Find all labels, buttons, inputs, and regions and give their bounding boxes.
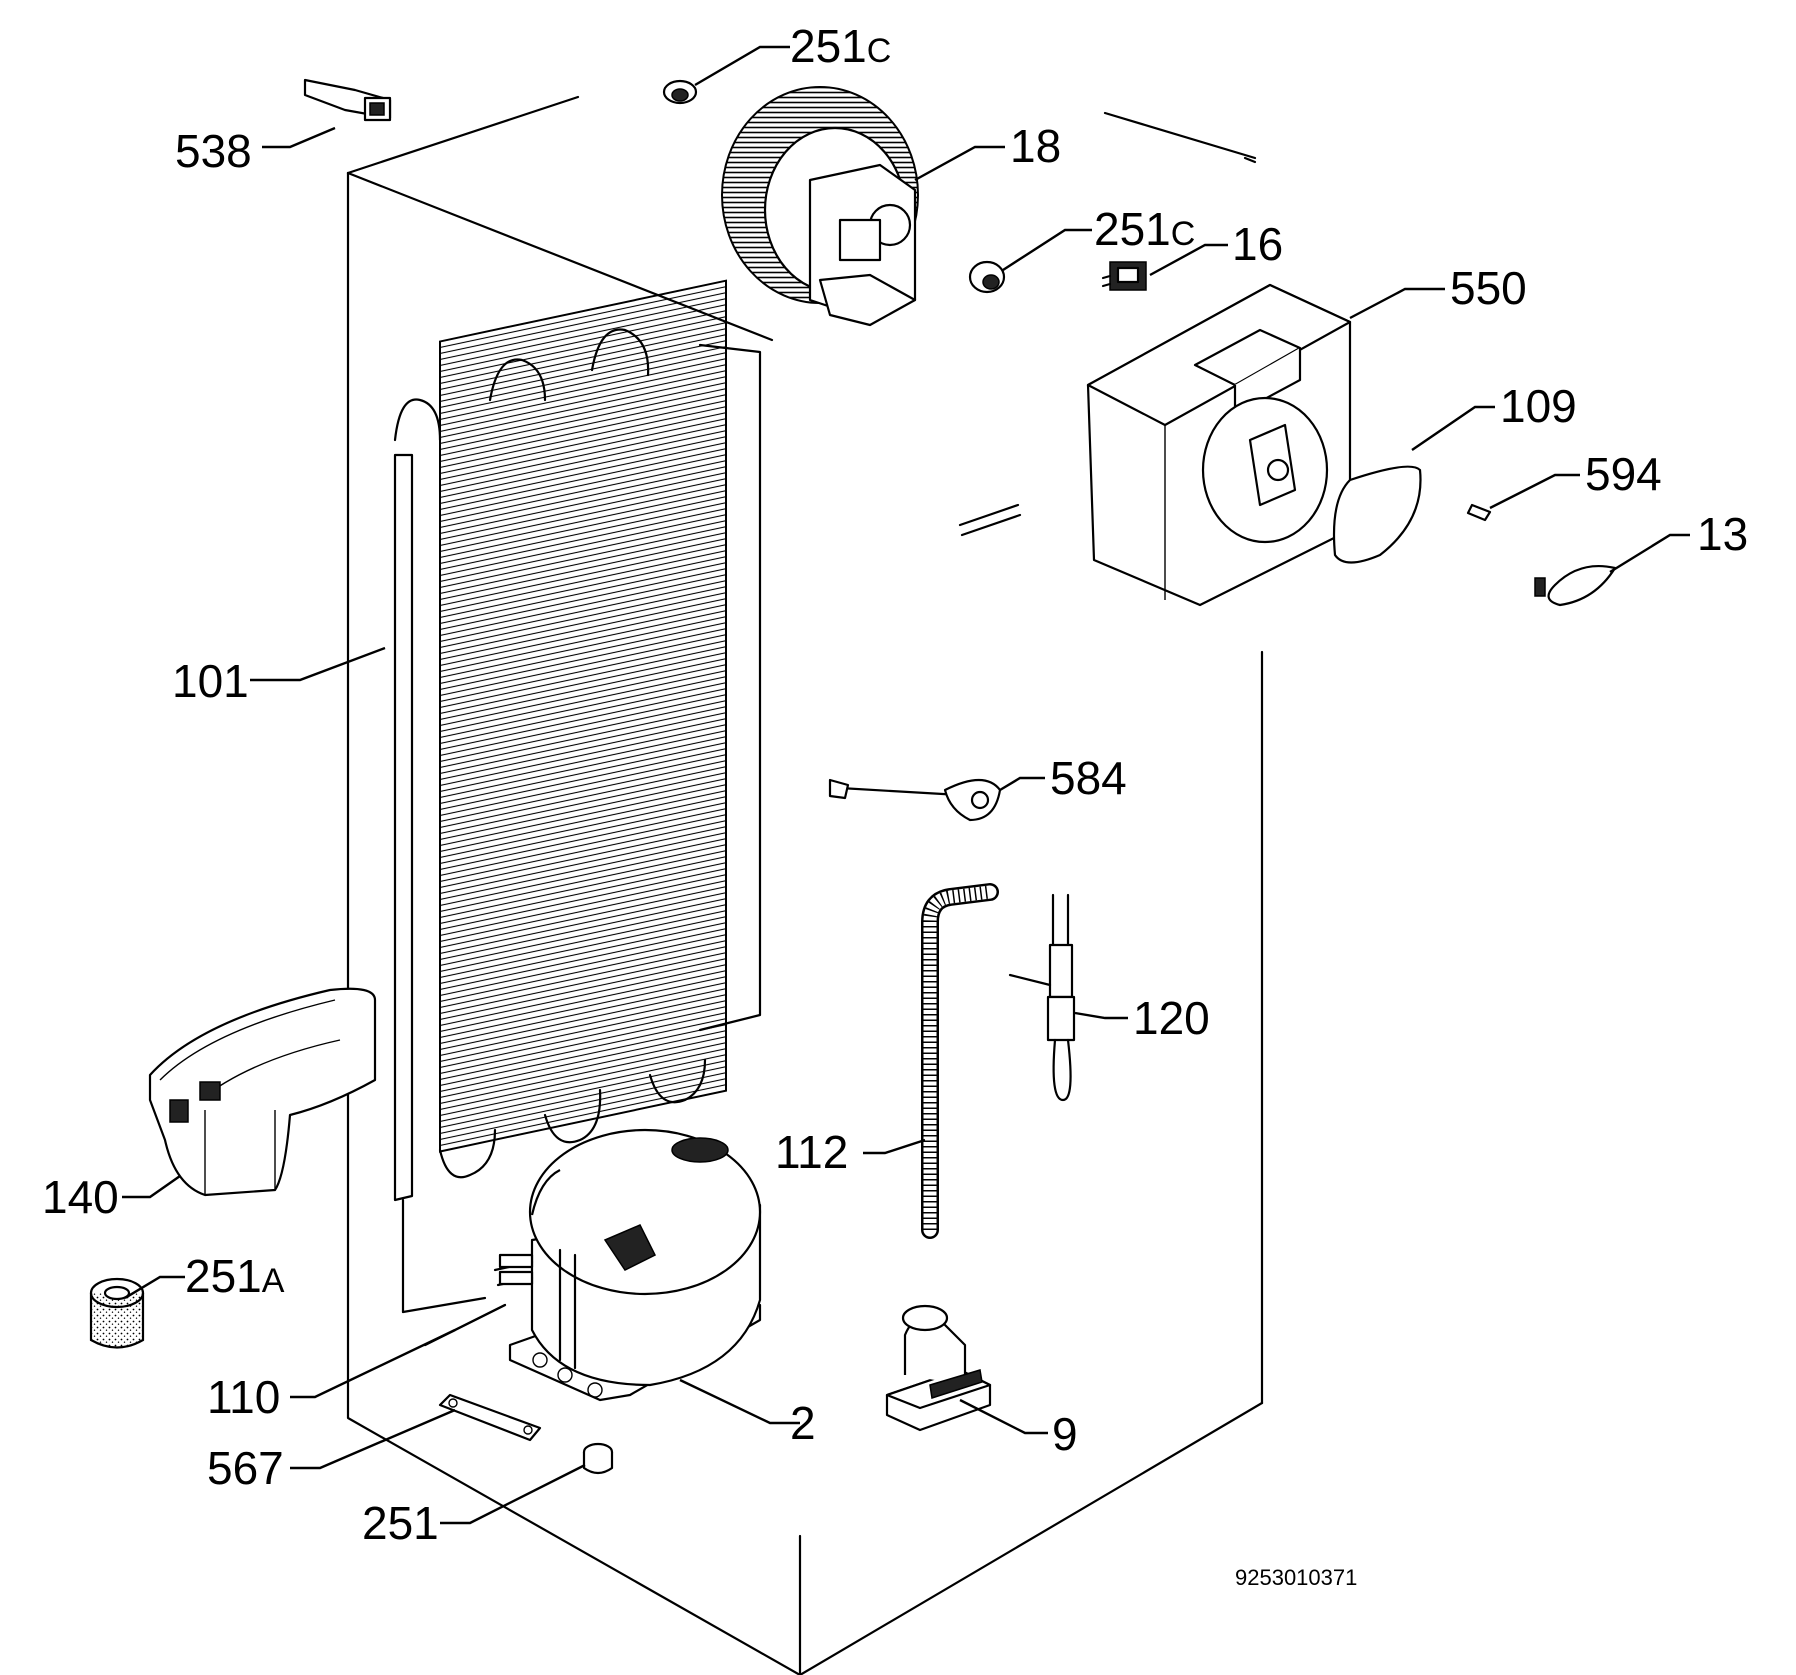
drawing-code: 9253010371 <box>1235 1565 1357 1590</box>
label-550: 550 <box>1450 262 1527 314</box>
light-switch <box>1101 261 1147 291</box>
grommet-251c-top <box>662 79 698 105</box>
label-140: 140 <box>42 1171 119 1223</box>
label-13: 13 <box>1697 508 1748 560</box>
label-251: 251 <box>362 1497 439 1549</box>
label-594: 594 <box>1585 448 1662 500</box>
label-101: 101 <box>172 655 249 707</box>
compressor <box>493 1128 762 1402</box>
label-9: 9 <box>1052 1408 1078 1460</box>
thermostat-probe <box>1008 893 1076 1102</box>
label-120: 120 <box>1133 992 1210 1044</box>
label-2: 2 <box>790 1397 816 1449</box>
label-538: 538 <box>175 125 252 177</box>
drain-tube <box>921 883 999 1239</box>
lamp-cover <box>1332 465 1422 564</box>
label-112: 112 <box>775 1126 848 1178</box>
label-251c-top: 251C <box>790 20 891 72</box>
grommet-251c-mid <box>968 260 1006 294</box>
foot-251 <box>582 1442 614 1475</box>
label-109: 109 <box>1500 380 1577 432</box>
holder-9 <box>885 1304 992 1432</box>
sensor-584 <box>828 778 1002 822</box>
foot-cap-251a <box>89 1277 145 1349</box>
leader-lines <box>122 45 1690 1525</box>
lamp-lens <box>1534 564 1617 607</box>
label-584: 584 <box>1050 752 1127 804</box>
cabinet-outline <box>346 95 1264 1675</box>
bulb <box>1466 503 1492 522</box>
cable-clip <box>303 78 392 122</box>
part-labels: 538 251C 18 251C 16 550 109 594 13 101 5… <box>42 20 1748 1549</box>
drip-tray <box>148 987 377 1197</box>
label-16: 16 <box>1232 218 1283 270</box>
label-110: 110 <box>207 1371 280 1423</box>
fan-motor <box>721 86 919 327</box>
condenser <box>393 279 762 1314</box>
label-251a: 251A <box>185 1250 285 1302</box>
label-251c-mid: 251C <box>1094 203 1195 255</box>
label-567: 567 <box>207 1442 284 1494</box>
lamp-housing <box>1086 283 1352 607</box>
mounting-strip <box>438 1393 542 1442</box>
label-18: 18 <box>1010 120 1061 172</box>
